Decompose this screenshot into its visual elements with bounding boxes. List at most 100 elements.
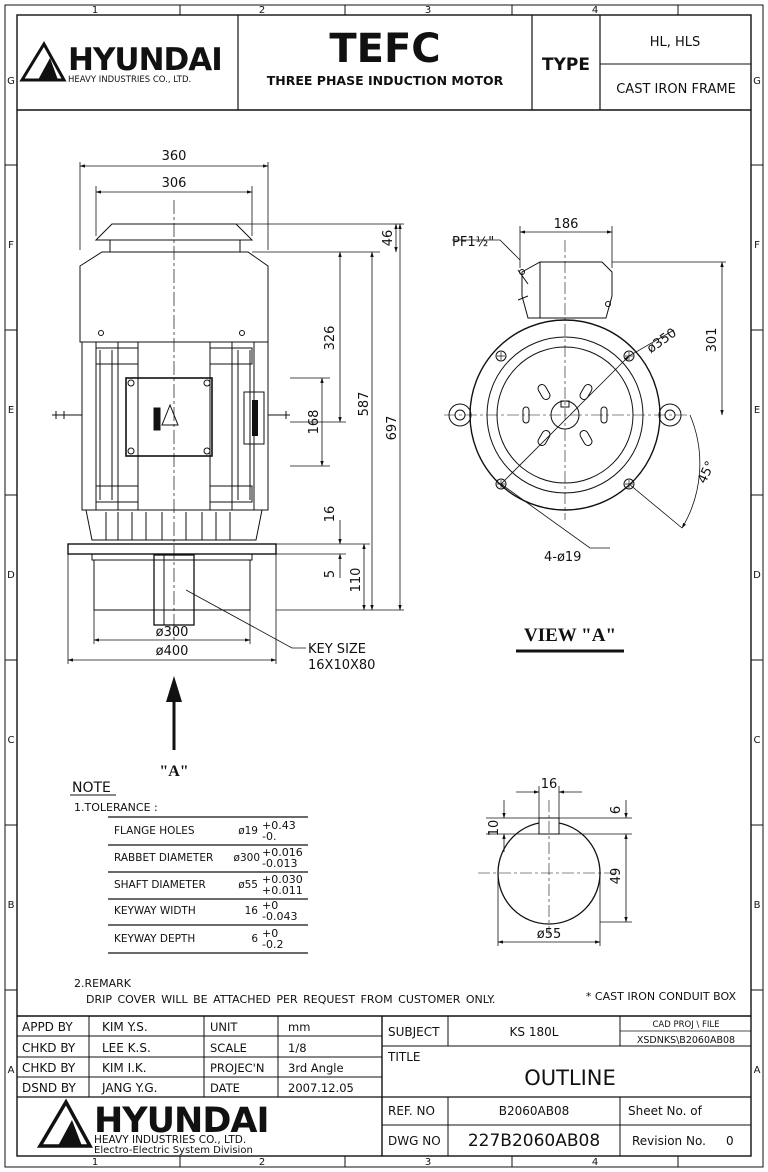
dim-697: 697 xyxy=(385,416,400,441)
dwg-label: DWG NO xyxy=(388,1134,441,1148)
sheet-label: Sheet No. of xyxy=(628,1104,703,1118)
info-value: 1/8 xyxy=(288,1041,307,1055)
info-value: 3rd Angle xyxy=(288,1061,344,1075)
row-label: D xyxy=(7,570,15,581)
header-frame: CAST IRON FRAME xyxy=(616,82,736,97)
header-type-value: HL, HLS xyxy=(650,35,701,50)
header-company-sub: HEAVY INDUSTRIES CO., LTD. xyxy=(68,75,191,85)
tolerance-name: SHAFT DIAMETER xyxy=(114,879,206,891)
row-label: A xyxy=(754,1065,761,1076)
header-type-label: TYPE xyxy=(542,55,590,75)
tolerance-name: FLANGE HOLES xyxy=(114,825,195,837)
header-product: TEFC xyxy=(329,26,440,72)
tolerance-upper: +0 xyxy=(262,899,278,912)
row-label: E xyxy=(8,405,14,416)
dim-360: 360 xyxy=(162,149,187,164)
person-role: APPD BY xyxy=(22,1020,73,1034)
ref-value: B2060AB08 xyxy=(499,1104,569,1118)
dim-d350: ø350 xyxy=(644,326,679,357)
dim-5: 5 xyxy=(323,570,338,578)
col-label: 2 xyxy=(259,1157,265,1168)
tolerance-name: RABBET DIAMETER xyxy=(114,852,213,864)
dim-16-key: 16 xyxy=(541,777,558,792)
tolerance-upper: +0.43 xyxy=(262,819,296,832)
dim-holes: 4-ø19 xyxy=(544,550,581,565)
view-a-arrow-icon xyxy=(166,676,182,750)
info-value: mm xyxy=(288,1020,310,1034)
header-block: HYUNDAI HEAVY INDUSTRIES CO., LTD. TEFC … xyxy=(17,15,751,111)
person-name: LEE K.S. xyxy=(102,1041,151,1055)
dim-d300: ø300 xyxy=(156,625,189,640)
hyundai-logo-icon xyxy=(19,41,67,82)
row-label: G xyxy=(753,76,761,87)
info-label: PROJEC'N xyxy=(210,1061,264,1075)
person-name: KIM I.K. xyxy=(102,1061,147,1075)
dim-6: 6 xyxy=(609,806,624,814)
dim-110: 110 xyxy=(349,568,364,593)
side-view-motor xyxy=(52,200,290,640)
tolerance-lower: +0.011 xyxy=(262,884,303,897)
cad-label: CAD PROJ \ FILE xyxy=(653,1020,720,1030)
tolerance-value: 16 xyxy=(245,905,259,917)
info-label: SCALE xyxy=(210,1041,247,1055)
title-block-people: APPD BY KIM Y.S. CHKD BY LEE K.S. CHKD B… xyxy=(22,1020,157,1095)
row-label: C xyxy=(754,735,761,746)
dim-301: 301 xyxy=(705,328,720,353)
shaft-detail-dim-labels: 16 10 6 49 ø55 xyxy=(487,777,624,942)
dim-16: 16 xyxy=(323,506,338,523)
side-view-dimensions xyxy=(67,162,404,664)
tolerance-lower: -0.043 xyxy=(262,910,297,923)
view-a-arrow-label: "A" xyxy=(159,763,188,780)
tolerance-name: KEYWAY WIDTH xyxy=(114,905,196,917)
tolerance-title: 1.TOLERANCE : xyxy=(74,801,158,814)
tolerance-value: ø300 xyxy=(234,852,260,864)
dim-168: 168 xyxy=(307,410,322,435)
tolerance-lower: -0. xyxy=(262,830,276,843)
col-label: 2 xyxy=(259,5,265,16)
row-label: F xyxy=(754,240,760,251)
subject-value: KS 180L xyxy=(510,1025,559,1039)
note-title: NOTE xyxy=(72,780,111,796)
tolerance-lower: -0.013 xyxy=(262,857,297,870)
title-label: TITLE xyxy=(387,1050,420,1064)
view-a-label: VIEW "A" xyxy=(524,625,616,646)
tolerance-lower: -0.2 xyxy=(262,938,283,951)
col-label: 3 xyxy=(425,1157,431,1168)
header-company: HYUNDAI xyxy=(68,42,222,78)
front-view-dimensions xyxy=(452,226,726,549)
col-label: 1 xyxy=(92,1157,98,1168)
dim-d55: ø55 xyxy=(537,927,562,942)
title-block-logo: HYUNDAI HEAVY INDUSTRIES CO., LTD. Elect… xyxy=(36,1098,270,1156)
tolerance-value: ø55 xyxy=(238,879,258,891)
key-size-value: 16X10X80 xyxy=(308,658,375,673)
person-role: CHKD BY xyxy=(22,1061,76,1075)
grid-labels: 1 2 3 4 1 2 3 4 G F E D C B A G F E D C … xyxy=(7,5,761,1168)
person-name: KIM Y.S. xyxy=(102,1020,148,1034)
tolerance-value: ø19 xyxy=(238,825,258,837)
shaft-detail xyxy=(478,800,620,935)
dim-46: 46 xyxy=(381,230,396,247)
ref-label: REF. NO xyxy=(388,1104,435,1118)
info-label: UNIT xyxy=(210,1020,238,1034)
person-role: DSND BY xyxy=(22,1081,76,1095)
tolerance-upper: +0.030 xyxy=(262,873,303,886)
front-view-flange xyxy=(444,240,690,520)
person-role: CHKD BY xyxy=(22,1041,76,1055)
remark-text: DRIP COVER WILL BE ATTACHED PER REQUEST … xyxy=(86,993,495,1006)
row-label: C xyxy=(8,735,15,746)
remark-title: 2.REMARK xyxy=(74,977,132,990)
tolerance-name: KEYWAY DEPTH xyxy=(114,933,195,945)
revision-label: Revision No. xyxy=(632,1134,706,1148)
person-name: JANG Y.G. xyxy=(101,1081,157,1095)
notes-section: NOTE 1.TOLERANCE : FLANGE HOLES ø19 +0.4… xyxy=(70,780,736,1006)
dim-587: 587 xyxy=(357,392,372,417)
key-size-label: KEY SIZE xyxy=(308,642,366,657)
dim-10: 10 xyxy=(487,820,502,837)
dim-186: 186 xyxy=(554,217,579,232)
dim-pf: PF1½" xyxy=(452,235,494,250)
side-view-dim-labels: 360 306 46 326 587 697 168 16 5 110 ø300… xyxy=(156,149,400,673)
col-label: 4 xyxy=(592,5,598,16)
title-value: OUTLINE xyxy=(524,1066,616,1090)
row-label: B xyxy=(754,900,761,911)
